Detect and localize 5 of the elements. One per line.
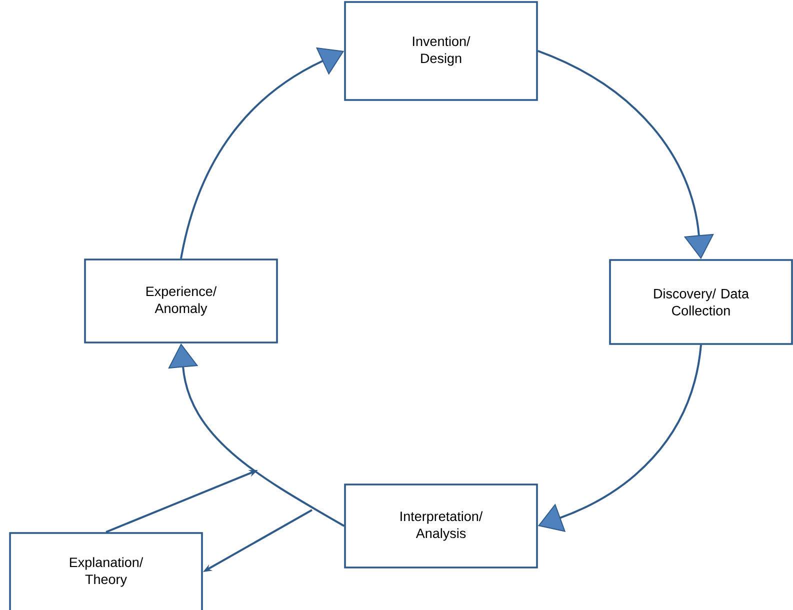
process-box: Invention/ Design [344,1,538,101]
process-box: Explanation/ Theory [9,532,203,610]
process-box: Interpretation/ Analysis [344,484,538,568]
process-box: Experience/ Anomaly [84,258,278,344]
process-box: Discovery/ Data Collection [609,259,793,345]
